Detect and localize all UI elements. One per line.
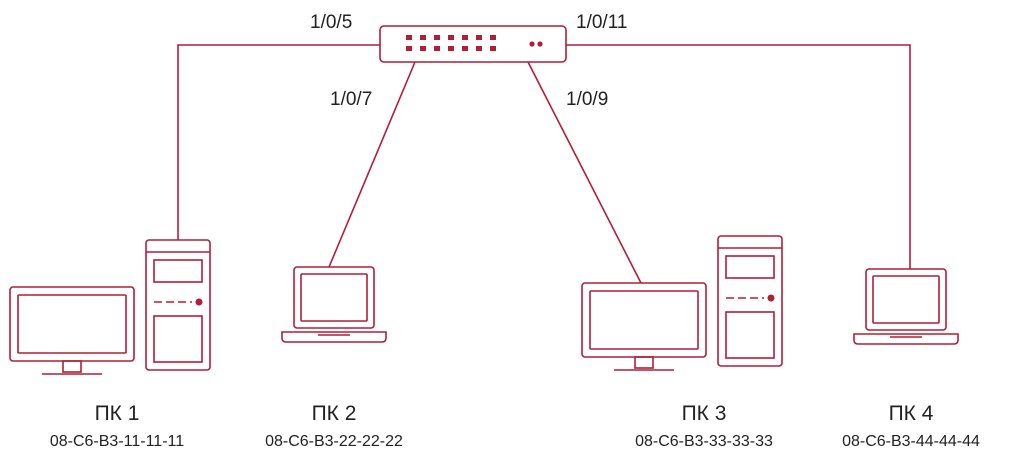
- monitor-icon: [9, 286, 135, 375]
- link-pc2: [328, 61, 416, 268]
- tower-icon: [145, 239, 211, 371]
- pc3-name: ПК 3: [682, 402, 727, 425]
- port-label-1-0-5: 1/0/5: [310, 12, 352, 33]
- port-label-1-0-9: 1/0/9: [566, 89, 608, 110]
- pc1-desktop: [9, 239, 211, 375]
- port-label-1-0-7: 1/0/7: [330, 89, 372, 110]
- monitor-icon: [581, 282, 707, 371]
- laptop-icon: [853, 268, 959, 345]
- tower-icon: [717, 235, 783, 367]
- pc2-laptop: [281, 266, 387, 343]
- pc4-laptop: [853, 268, 959, 345]
- link-pc4: [566, 44, 911, 269]
- link-pc3: [527, 61, 642, 284]
- pc1-mac: 08-C6-B3-11-11-11: [50, 433, 184, 450]
- laptop-icon: [281, 266, 387, 343]
- pc2-mac: 08-C6-B3-22-22-22: [265, 433, 403, 450]
- switch-port-leds: [406, 35, 543, 51]
- pc4-name: ПК 4: [889, 402, 934, 425]
- link-pc1: [177, 44, 380, 240]
- pc3-desktop: [581, 235, 783, 371]
- switch-body: [379, 25, 567, 63]
- connections: [177, 44, 911, 284]
- pc3-mac: 08-C6-B3-33-33-33: [635, 433, 773, 450]
- pc2-name: ПК 2: [312, 402, 357, 425]
- pc4-mac: 08-C6-B3-44-44-44: [842, 433, 980, 450]
- network-switch: [379, 25, 567, 63]
- pc1-name: ПК 1: [95, 402, 140, 425]
- port-label-1-0-11: 1/0/11: [576, 12, 627, 33]
